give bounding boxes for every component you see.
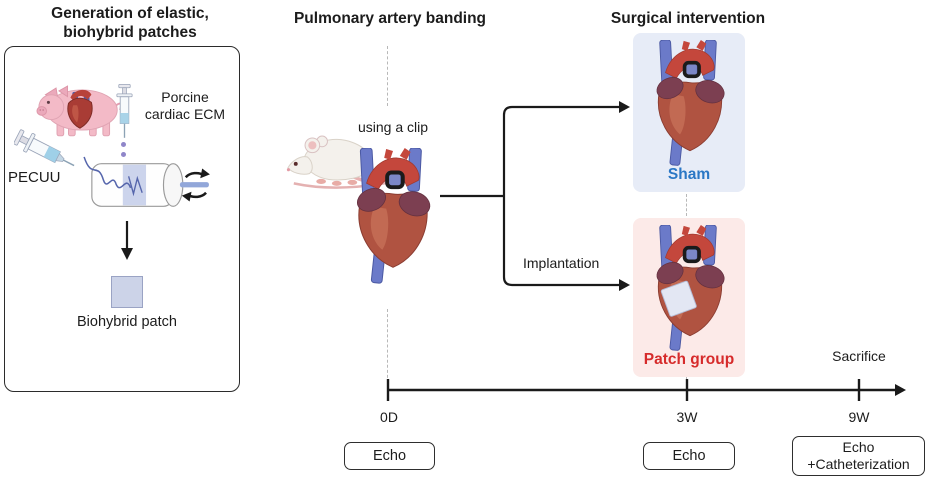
left-panel-title: Generation of elastic, biohybrid patches [10, 4, 250, 42]
patched-heart-icon [649, 225, 731, 352]
implanted-patch [660, 280, 697, 317]
timeline-axis [386, 379, 897, 401]
dashed-link-timeline [686, 377, 687, 383]
intervention-title: Surgical intervention [610, 10, 766, 27]
dashed-link-groups [686, 194, 687, 216]
ecm-label-line2: cardiac ECM [144, 106, 226, 122]
dashed-guide-top [387, 46, 388, 106]
clip-label: using a clip [357, 119, 429, 135]
pig-icon [36, 85, 122, 137]
echo-cath-line1: Echo [842, 439, 875, 455]
ecm-label-line1: Porcine [161, 89, 209, 105]
mandrel-axis [179, 182, 209, 188]
patch-group-label: Patch group [643, 351, 735, 368]
dashed-guide-bottom [387, 309, 388, 383]
porcine-heart-icon [67, 89, 93, 129]
sham-label: Sham [667, 166, 711, 183]
pecuu-syringe-icon [14, 129, 75, 167]
ecm-droplet-icon [121, 152, 126, 157]
banding-title: Pulmonary artery banding [293, 10, 487, 27]
echo-cath-box-9w: Echo +Catheterization [792, 436, 925, 476]
tick-label-3w: 3W [676, 409, 698, 425]
timeline-arrowhead [895, 384, 906, 396]
sham-heart-icon [649, 40, 731, 167]
echo-box-0d-label: Echo [372, 447, 407, 464]
pecuu-label: PECUU [8, 169, 61, 186]
echo-box-3w: Echo [643, 442, 735, 470]
implantation-label: Implantation [523, 255, 600, 271]
echo-cath-line2: +Catheterization [807, 456, 910, 472]
arrowhead-sham [619, 101, 630, 113]
fiber-squiggle [83, 156, 132, 189]
tick-label-9w: 9W [848, 409, 870, 425]
echo-box-3w-label: Echo [672, 447, 706, 464]
sacrifice-label: Sacrifice [832, 348, 886, 364]
tick-label-0d: 0D [380, 409, 398, 425]
patch-generation-box [4, 46, 240, 392]
biohybrid-patch-label: Biohybrid patch [77, 314, 177, 330]
spinning-mandrel-icon [83, 156, 210, 207]
left-panel-title-line1: Generation of elastic, [51, 5, 209, 22]
echo-box-0d: Echo [344, 442, 435, 470]
biohybrid-patch-swatch [111, 276, 143, 308]
rat-eye [293, 161, 298, 166]
ecm-droplet-icon [121, 142, 126, 147]
ecm-label: Porcine cardiac ECM [136, 89, 234, 123]
left-panel-title-line2: biohybrid patches [63, 24, 197, 41]
ecm-syringe-icon [116, 84, 133, 138]
rotation-arrow-icon [181, 168, 210, 202]
arrowhead-patch [619, 279, 630, 291]
banded-heart-icon [349, 148, 437, 285]
